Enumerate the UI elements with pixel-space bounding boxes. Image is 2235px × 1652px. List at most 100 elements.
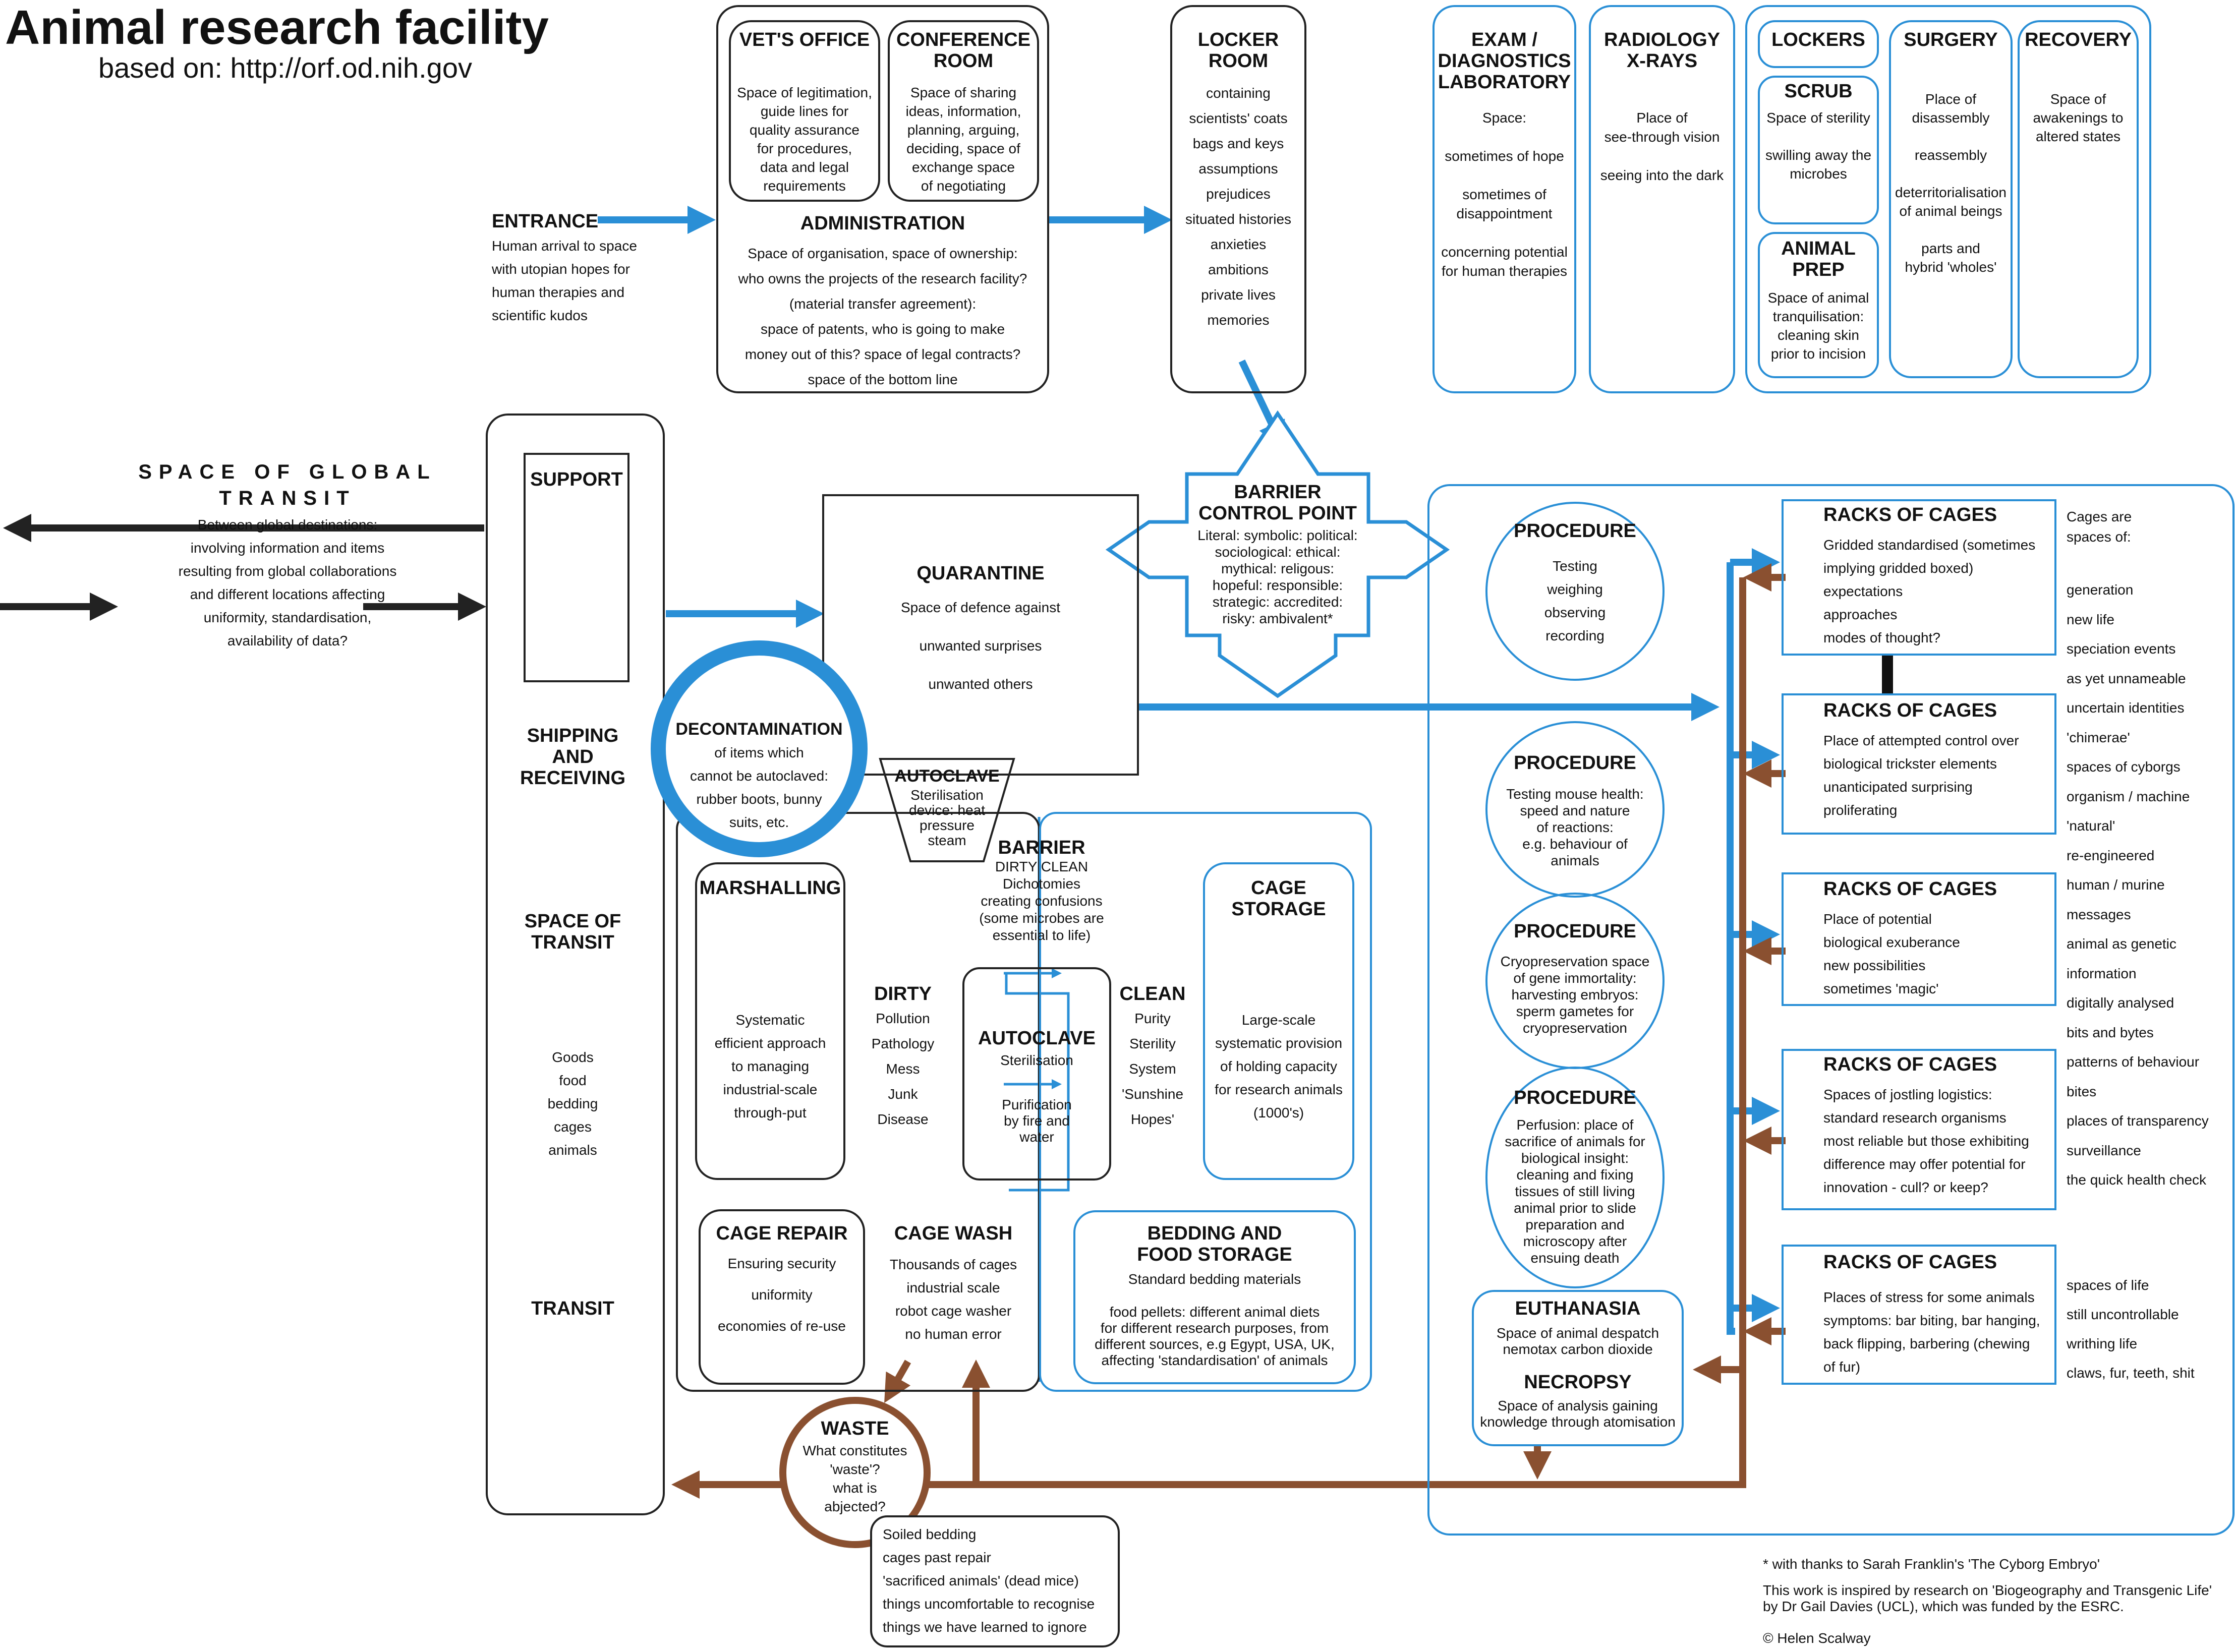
vets-office-text: Space of legitimation, guide lines for q… [737, 85, 872, 194]
entrance-text: Human arrival to space with utopian hope… [492, 238, 637, 323]
procedure-3-text: Cryopreservation space of gene immortali… [1500, 954, 1650, 1036]
exam-lab-title: EXAM / DIAGNOSTICS LABORATORY [1438, 29, 1571, 93]
cages-intro: Cages are spaces of: [2067, 509, 2132, 545]
credits-inspired: This work is inspired by research on 'Bi… [1763, 1582, 2212, 1614]
waste-list: Soiled bedding cages past repair 'sacrif… [883, 1526, 1095, 1635]
rack-3-text: Place of potential biological exuberance… [1823, 911, 1960, 996]
procedure-4-title: PROCEDURE [1514, 1087, 1636, 1108]
dirty-title: DIRTY [874, 983, 932, 1005]
vets-office-box [729, 20, 880, 202]
waste-list-box [870, 1515, 1120, 1647]
procedure-2-text: Testing mouse health: speed and nature o… [1506, 786, 1644, 868]
administration-text: Space of organisation, space of ownershi… [738, 246, 1027, 387]
radiology-box [1589, 5, 1735, 393]
conference-room-title: CONFERENCE ROOM [896, 29, 1031, 72]
brown-trunk [868, 577, 1746, 1488]
surgery-suite-box [1745, 5, 2151, 393]
conference-room-box [888, 20, 1039, 202]
cage-storage-title: CAGE STORAGE [1231, 877, 1326, 920]
lockers-box [1758, 20, 1879, 68]
bedding-food-title: BEDDING AND FOOD STORAGE [1137, 1223, 1292, 1265]
rack-5-text: Places of stress for some animals sympto… [1823, 1289, 2040, 1375]
cage-repair-title: CAGE REPAIR [716, 1223, 848, 1244]
bedding-food-sub: Standard bedding materials [1128, 1271, 1301, 1287]
rack-1-title: RACKS OF CAGES [1823, 504, 1997, 525]
procedure-1-text: Testing weighing observing recording [1544, 558, 1606, 643]
cages-list: generation new life speciation events as… [2067, 582, 2209, 1188]
administration-block [716, 5, 1049, 393]
cage-repair-text: Ensuring security uniformity economies o… [718, 1256, 846, 1334]
quarantine-title: QUARANTINE [916, 563, 1045, 584]
barrier-control-cross [1105, 410, 1450, 698]
procedure-2-title: PROCEDURE [1514, 752, 1636, 774]
recovery-box [2018, 20, 2139, 378]
blue-trunk [1727, 562, 1735, 1335]
animal-prep-title: ANIMAL PREP [1781, 238, 1856, 280]
radiology-text: Place of see-through vision seeing into … [1600, 110, 1724, 183]
transit-title: TRANSIT [531, 1298, 614, 1319]
barrier-title: BARRIER [998, 837, 1085, 858]
procedure-4-text: Perfusion: place of sacrifice of animals… [1505, 1117, 1645, 1266]
autoclave-text: Sterilisation device: heat pressure stea… [909, 787, 985, 848]
scrub-text: Space of sterility swilling away the mic… [1765, 110, 1872, 182]
scrub-title: SCRUB [1784, 81, 1853, 102]
rack-1-box [1782, 499, 2056, 656]
rack-4-text: Spaces of jostling logistics: standard r… [1823, 1087, 2029, 1195]
recovery-text: Space of awakenings to altered states [2033, 91, 2124, 144]
rack-4-box [1782, 1049, 2056, 1210]
cage-storage-box [1203, 862, 1354, 1180]
quarantine-text: Space of defence against unwanted surpri… [900, 600, 1060, 692]
surgery-box [1889, 20, 2013, 378]
space-of-transit-title: SPACE OF TRANSIT [524, 911, 621, 953]
radiology-title: RADIOLOGY X-RAYS [1603, 29, 1721, 72]
surgery-title: SURGERY [1904, 29, 1998, 50]
clean-title: CLEAN [1119, 983, 1186, 1005]
bedding-food-text: food pellets: different animal diets for… [1095, 1304, 1335, 1368]
rack-2-title: RACKS OF CAGES [1823, 700, 1997, 721]
dirty-text: Pollution Pathology Mess Junk Disease [871, 1011, 935, 1127]
marshalling-title: MARSHALLING [699, 877, 841, 899]
animal-prep-text: Space of animal tranquilisation: cleanin… [1767, 290, 1869, 362]
autoclave-2-text: Purification by fire and water [1002, 1097, 1072, 1145]
credits-copyright: © Helen Scalway [1763, 1630, 1871, 1646]
procedure-4-circle [1485, 1067, 1665, 1288]
recovery-title: RECOVERY [2025, 29, 2132, 50]
rack-2-text: Place of attempted control over biologic… [1823, 733, 2019, 818]
euthanasia-title: EUTHANASIA [1515, 1298, 1641, 1319]
necropsy-title: NECROPSY [1524, 1372, 1632, 1393]
rack-4-title: RACKS OF CAGES [1823, 1054, 1997, 1075]
euthanasia-text: Space of animal despatch nemotax carbon … [1496, 1325, 1659, 1357]
bedding-food-box [1073, 1210, 1356, 1384]
procedure-3-title: PROCEDURE [1514, 921, 1636, 942]
barrier-control-title: BARRIER CONTROL POINT [1198, 482, 1357, 524]
exam-lab-box [1432, 5, 1576, 393]
credits-thanks: * with thanks to Sarah Franklin's 'The C… [1763, 1556, 2100, 1572]
vets-office-title: VET'S OFFICE [739, 29, 870, 50]
decontamination-title: DECONTAMINATION [675, 720, 843, 739]
waste-title: WASTE [821, 1418, 889, 1439]
quarantine-box [822, 494, 1139, 776]
autoclave-sterilisation-box [962, 967, 1111, 1181]
conference-room-text: Space of sharing ideas, information, pla… [905, 85, 1021, 194]
euthanasia-necropsy-box [1472, 1290, 1684, 1446]
global-transit-text: Between global destinations: involving i… [178, 517, 397, 648]
scrub-box [1758, 76, 1879, 224]
barrier-control-text: Literal: symbolic: political: sociologic… [1197, 527, 1358, 626]
locker-room-title: LOCKER ROOM [1197, 29, 1279, 72]
rack-5-title: RACKS OF CAGES [1823, 1252, 1997, 1273]
cages-list-bottom: spaces of life still uncontrollable writ… [2067, 1277, 2195, 1381]
surgery-text: Place of disassembly reassembly deterrit… [1895, 91, 2007, 275]
autoclave-2-sub: Sterilisation [1000, 1052, 1073, 1068]
procedure-1-title: PROCEDURE [1514, 520, 1636, 542]
procedure-1-circle [1485, 502, 1665, 681]
barrier-text: DIRTY CLEAN Dichotomies creating confusi… [979, 859, 1104, 943]
animal-prep-box [1758, 232, 1879, 378]
page-subtitle: based on: http://orf.od.nih.gov [98, 52, 472, 84]
global-transit-title: SPACE OF GLOBAL TRANSIT [138, 461, 437, 509]
barrier-zone-clean [1039, 812, 1372, 1392]
cage-wash-text: Thousands of cages industrial scale robo… [889, 1257, 1017, 1342]
cage-repair-box [699, 1209, 865, 1385]
marshalling-text: Systematic efficient approach to managin… [714, 1012, 826, 1120]
decontamination-circle [651, 640, 868, 857]
